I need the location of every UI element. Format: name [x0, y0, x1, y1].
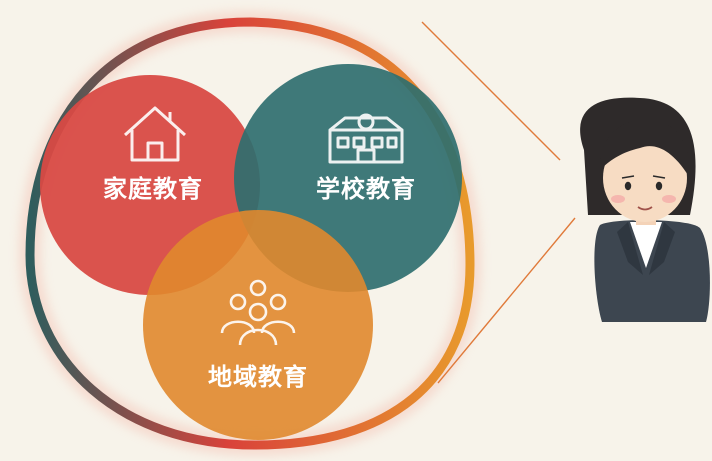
label-school: 学校教育 — [316, 175, 416, 203]
people-icon — [220, 279, 296, 346]
house-icon — [123, 106, 187, 162]
circle-community — [143, 210, 373, 440]
label-home: 家庭教育 — [103, 175, 203, 203]
label-community: 地域教育 — [208, 363, 308, 391]
venn-circles — [40, 64, 462, 440]
school-icon — [328, 113, 404, 164]
sight-lines — [421, 21, 576, 384]
businesswoman-illustration — [580, 97, 710, 322]
